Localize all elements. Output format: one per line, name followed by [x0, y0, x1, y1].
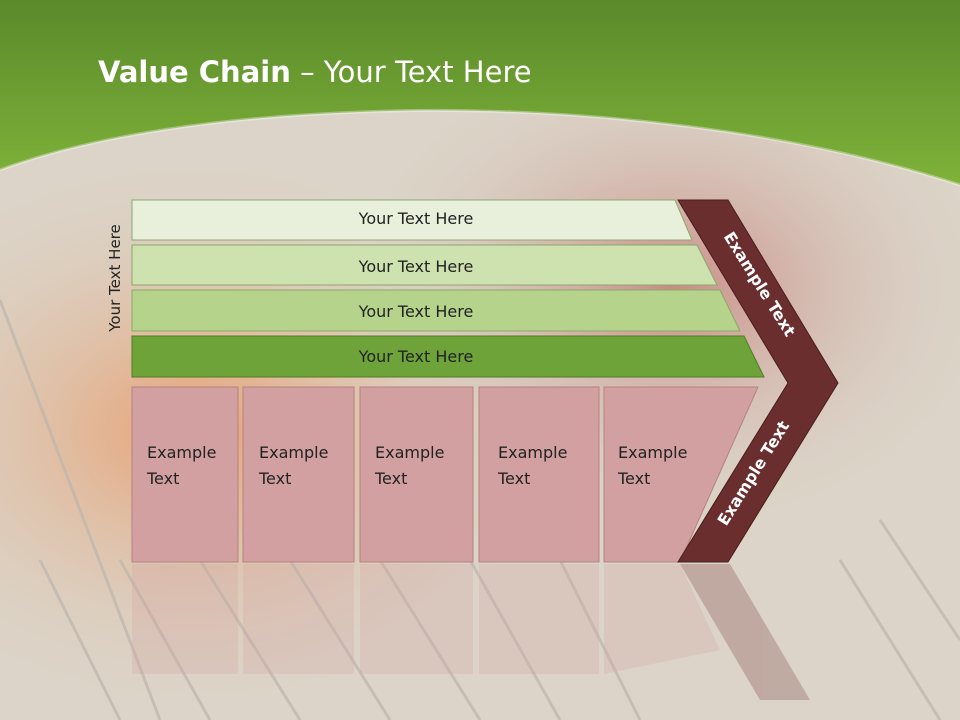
box-4: Example Text: [478, 386, 600, 563]
box-3-line1: Example: [375, 443, 444, 462]
bar-2-label: Your Text Here: [358, 257, 474, 276]
bar-4-label: Your Text Here: [358, 347, 474, 366]
bar-1: Your Text Here: [131, 199, 693, 241]
box-1-line2: Text: [146, 469, 179, 488]
bar-1-label: Your Text Here: [358, 209, 474, 228]
bar-3: Your Text Here: [131, 289, 741, 332]
box-5-line2: Text: [617, 469, 650, 488]
box-2: Example Text: [242, 386, 355, 563]
bar-3-label: Your Text Here: [358, 302, 474, 321]
page-title: Value Chain – Your Text Here: [98, 55, 532, 89]
box-4-line1: Example: [498, 443, 567, 462]
box-5: Example Text: [603, 386, 759, 563]
box-4-line2: Text: [497, 469, 530, 488]
box-1: Example Text: [131, 386, 239, 563]
box-5-line1: Example: [618, 443, 687, 462]
box-2-line1: Example: [259, 443, 328, 462]
box-3: Example Text: [359, 386, 474, 563]
bar-4: Your Text Here: [131, 335, 765, 378]
box-3-line2: Text: [374, 469, 407, 488]
box-1-line1: Example: [147, 443, 216, 462]
bar-2: Your Text Here: [131, 244, 718, 286]
box-2-line2: Text: [258, 469, 291, 488]
boxes-reflection: [132, 564, 810, 700]
